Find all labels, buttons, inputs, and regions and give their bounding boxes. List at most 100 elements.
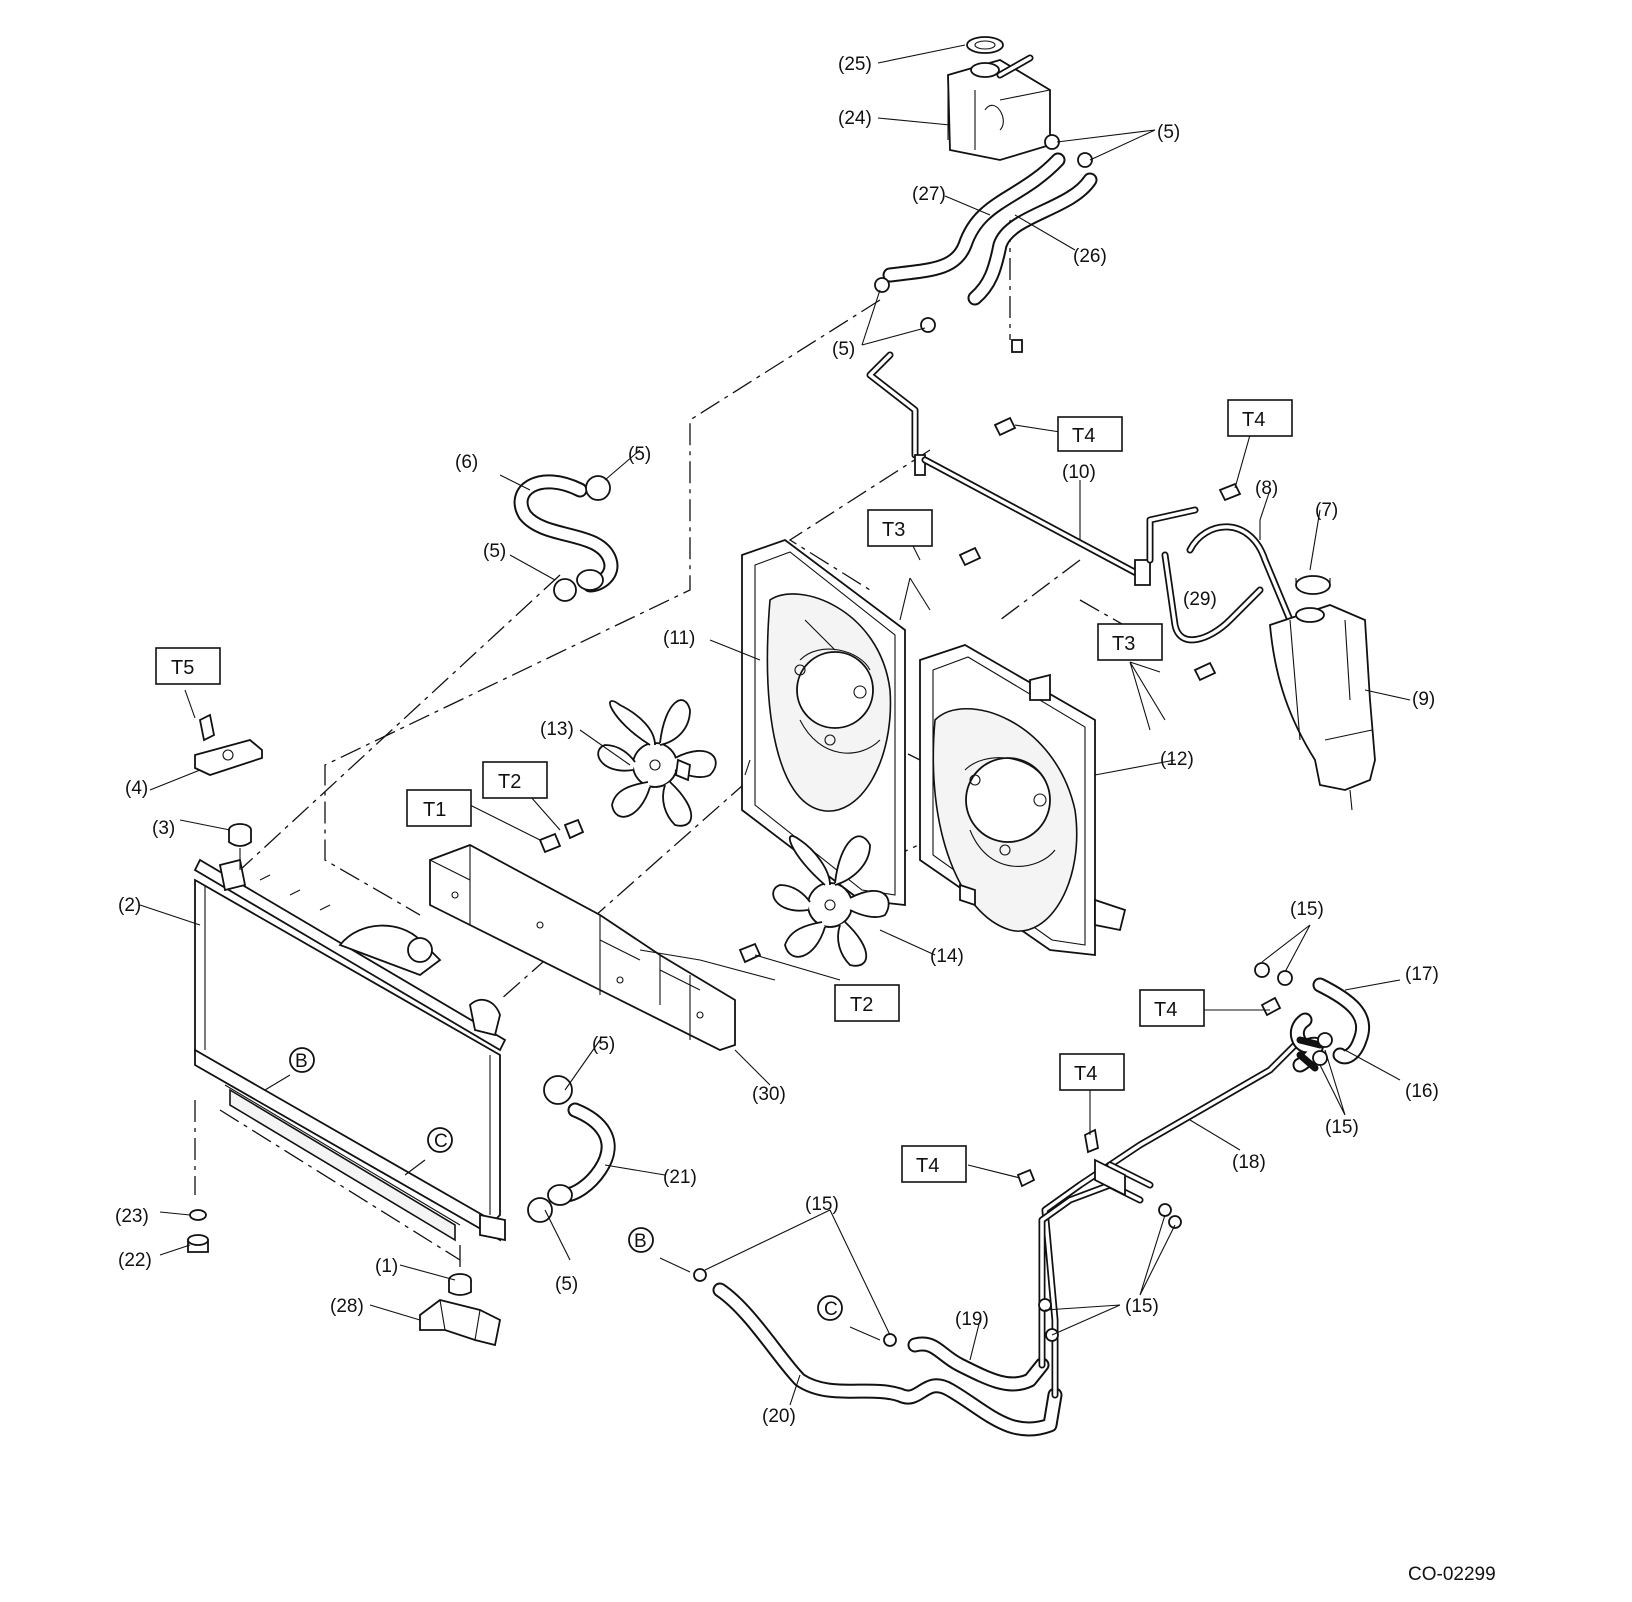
label-16: (16) (1405, 1081, 1439, 1102)
connection-label: B (295, 1051, 308, 1072)
label-27: (27) (912, 184, 946, 205)
pipe-8 (1186, 523, 1294, 624)
torque-box-t1: T1 (406, 789, 472, 827)
torque-box-t3-right: T3 (1097, 623, 1163, 661)
hose-16 (1289, 1012, 1324, 1073)
torque-label: T2 (498, 771, 521, 793)
hose-17 (1312, 977, 1371, 1065)
label-28: (28) (330, 1296, 364, 1317)
label-17: (17) (1405, 964, 1439, 985)
torque-box-t2-lower: T2 (834, 984, 900, 1022)
label-1: (1) (375, 1256, 398, 1277)
torque-label: T2 (850, 994, 873, 1016)
lower-arrows (659, 1257, 881, 1341)
torque-box-t5: T5 (155, 647, 221, 685)
overflow-hose-26 (967, 172, 1098, 306)
torque-box-t3-left: T3 (867, 509, 933, 547)
label-20: (20) (762, 1406, 796, 1427)
radiator-2 (193, 858, 507, 1242)
reservoir-cap-25 (966, 36, 1004, 54)
fan-shroud-11 (741, 538, 906, 907)
pipe-18 (1038, 1036, 1304, 1399)
connection-b-hose: B (628, 1227, 654, 1253)
breather-pipe (866, 351, 919, 459)
label-22: (22) (118, 1250, 152, 1271)
connection-b-radiator: B (289, 1047, 315, 1073)
torque-label: T1 (423, 799, 446, 821)
torque-label: T5 (171, 657, 194, 679)
label-10: (10) (1062, 462, 1096, 483)
connection-label: B (634, 1231, 647, 1252)
label-15-d: (15) (1125, 1296, 1159, 1317)
leader-lines (139, 44, 1411, 1406)
fan-13 (597, 699, 717, 827)
label-5-e: (5) (592, 1034, 615, 1055)
fan-shroud-stay-10 (914, 454, 1199, 586)
drawing-code: CO-02299 (1408, 1564, 1496, 1585)
label-5-d: (5) (483, 541, 506, 562)
torque-box-t4-right: T4 (1227, 399, 1293, 437)
label-21: (21) (663, 1167, 697, 1188)
torque-label: T3 (1112, 633, 1135, 655)
label-29: (29) (1183, 589, 1217, 610)
label-9: (9) (1412, 689, 1435, 710)
torque-label: T4 (1154, 999, 1177, 1021)
label-14: (14) (930, 946, 964, 967)
washer-23 (189, 1209, 207, 1221)
fan-shroud-12 (919, 644, 1127, 957)
label-6: (6) (455, 452, 478, 473)
hose-19 (907, 1336, 1050, 1392)
clamps-15 (693, 962, 1333, 1347)
label-5-a: (5) (1157, 122, 1180, 143)
label-5-f: (5) (555, 1274, 578, 1295)
radiator-inlet-hose-6 (513, 474, 619, 602)
radiator-arrows (264, 1074, 426, 1176)
torque-box-t4-hose: T4 (1139, 989, 1205, 1027)
label-19: (19) (955, 1309, 989, 1330)
reservoir-tank-24 (947, 54, 1051, 161)
radiator-outlet-hose-21 (527, 1075, 616, 1223)
torque-label: T4 (1242, 409, 1265, 431)
label-3: (3) (152, 818, 175, 839)
bracket-28 (419, 1299, 502, 1347)
part-number-labels: (25) (24) (5) (27) (26) (5) (10) (8) (7)… (115, 54, 1439, 1427)
cushion-1 (448, 1273, 472, 1296)
torque-box-t4-low: T4 (901, 1145, 967, 1183)
torque-label: T4 (1074, 1063, 1097, 1085)
label-12: (12) (1160, 749, 1194, 770)
label-5-b: (5) (832, 339, 855, 360)
label-23: (23) (115, 1206, 149, 1227)
torque-box-t4-top: T4 (1057, 416, 1123, 452)
label-25: (25) (838, 54, 872, 75)
connection-c-radiator: C (427, 1127, 453, 1153)
reserve-tank-cap-7 (1295, 575, 1331, 623)
air-duct-30 (429, 844, 776, 1051)
hose-29 (1161, 551, 1264, 644)
label-30: (30) (752, 1084, 786, 1105)
label-26: (26) (1073, 246, 1107, 267)
label-15-a: (15) (1290, 899, 1324, 920)
torque-box-t4-mid: T4 (1059, 1053, 1125, 1091)
reserve-tank-9 (1269, 604, 1376, 811)
label-8: (8) (1255, 478, 1278, 499)
bolts (198, 416, 1282, 1188)
connection-label: C (434, 1131, 448, 1152)
clamp-5-top (874, 134, 1093, 353)
label-2: (2) (118, 895, 141, 916)
torque-label: T4 (916, 1155, 939, 1177)
label-5-c: (5) (628, 444, 651, 465)
label-7: (7) (1315, 500, 1338, 521)
label-18: (18) (1232, 1152, 1266, 1173)
torque-label: T3 (882, 519, 905, 541)
hose-20 (712, 1282, 1063, 1437)
label-4: (4) (125, 778, 148, 799)
torque-box-t2-upper: T2 (482, 761, 548, 799)
cushion-22 (187, 1234, 209, 1253)
overflow-hose-27 (882, 152, 1066, 283)
connection-c-hose: C (817, 1295, 843, 1321)
label-15-c: (15) (805, 1194, 839, 1215)
label-15-b: (15) (1325, 1117, 1359, 1138)
fan-14 (772, 835, 890, 967)
label-13: (13) (540, 719, 574, 740)
